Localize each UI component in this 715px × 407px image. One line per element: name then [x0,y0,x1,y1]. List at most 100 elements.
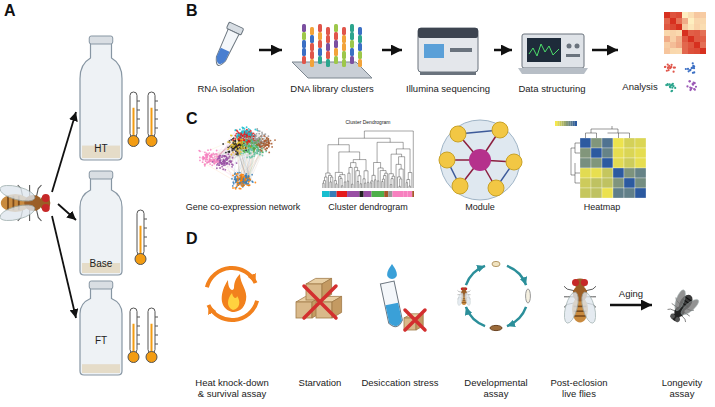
coexpression-network [257,152,259,154]
coexpression-network [250,147,252,149]
coexpression-network [227,148,229,150]
coexpression-network [235,146,237,148]
coexpression-network [245,131,247,133]
heatmap-plot [580,188,591,198]
coexpression-network [207,155,227,164]
coexpression-network [246,135,251,145]
dendrogram-plot [377,142,403,162]
analysis-charts [670,36,676,42]
coexpression-network [248,133,250,135]
coexpression-network [211,143,262,156]
coexpression-network [260,138,262,140]
coexpression-network [234,178,236,180]
coexpression-network [239,153,241,155]
caption-text: HT [78,143,124,155]
coexpression-network [239,135,241,137]
flowcell-icon [292,24,372,78]
fly-drawing [461,302,466,303]
coexpression-network [237,179,239,181]
analysis-charts [670,30,676,36]
flowcell-icon [310,59,314,67]
coexpression-network [248,181,250,183]
coexpression-network [220,159,222,161]
life-cycle-icon [457,261,531,330]
coexpression-network [228,163,230,165]
thermometer-symbol [137,344,140,345]
coexpression-network [230,145,232,147]
dendrogram-plot [351,163,356,168]
coexpression-network [234,140,236,142]
thermometer-symbol [155,335,158,336]
analysis-charts [694,24,700,30]
coexpression-network [244,180,246,182]
coexpression-network [227,146,229,148]
heatmap-plot [602,168,613,178]
coexpression-network [238,144,254,173]
coexpression-network [229,141,231,143]
thermometer-symbol [148,92,155,137]
flowcell-icon [334,40,338,48]
coexpression-network [210,149,212,151]
figure-item: Heat knock-down & survival assay [188,240,276,402]
coexpression-network [207,149,209,151]
coexpression-network [198,126,276,189]
coexpression-network [249,139,256,176]
figure-item: DNA library clusters [282,18,382,102]
dendrogram-plot [331,177,333,188]
coexpression-network [213,163,215,165]
figure-item: Developmental assay [450,240,542,402]
coexpression-network [237,147,239,149]
coexpression-network [254,138,256,140]
coexpression-network [250,130,252,132]
flowcell-icon [302,56,306,64]
coexpression-network [239,133,249,154]
thermometer-symbol [151,324,153,353]
dendrogram-plot [382,182,383,188]
coexpression-network [251,156,253,158]
coexpression-network [260,135,262,137]
coexpression-network [216,160,218,162]
thermometer-symbol [140,226,142,255]
coexpression-network [240,179,242,181]
coexpression-network [243,139,245,141]
coexpression-network [235,178,237,180]
coexpression-network [219,143,255,161]
coexpression-network [257,141,259,143]
coexpression-network [236,130,238,132]
coexpression-network [248,176,250,178]
coexpression-network [235,141,253,182]
analysis-charts [694,36,700,42]
coexpression-network [258,133,260,135]
coexpression-network [199,160,201,162]
coexpression-network [225,152,227,154]
coexpression-network [246,147,248,149]
analysis-charts [688,80,690,82]
coexpression-network [246,136,248,138]
heatmap-plot [580,168,591,178]
heatmap-plot [571,143,580,183]
module-graph [439,152,455,168]
heatmap-plot [602,148,613,158]
heatmap-plot [624,178,635,188]
coexpression-network [258,149,260,151]
coexpression-network [237,176,239,178]
vial-drawing [80,281,122,375]
coexpression-network [227,162,229,164]
analysis-charts [687,68,689,70]
figure-item: Illumina sequencing [402,18,494,102]
heatmap-plot [635,188,646,198]
coexpression-network [207,154,209,156]
flowcell-icon [358,27,362,35]
analysis-charts [664,30,670,36]
thermometer-symbol [137,101,140,102]
analysis-charts [688,42,694,48]
coexpression-network [242,181,244,183]
thermometer-symbol [155,110,158,111]
coexpression-network [244,144,258,181]
sugar-icon [296,278,342,318]
coexpression-network [248,175,250,177]
thermometer-symbol [144,237,147,238]
coexpression-network [248,137,250,139]
coexpression-network [247,144,249,146]
coexpression-network [232,142,234,144]
